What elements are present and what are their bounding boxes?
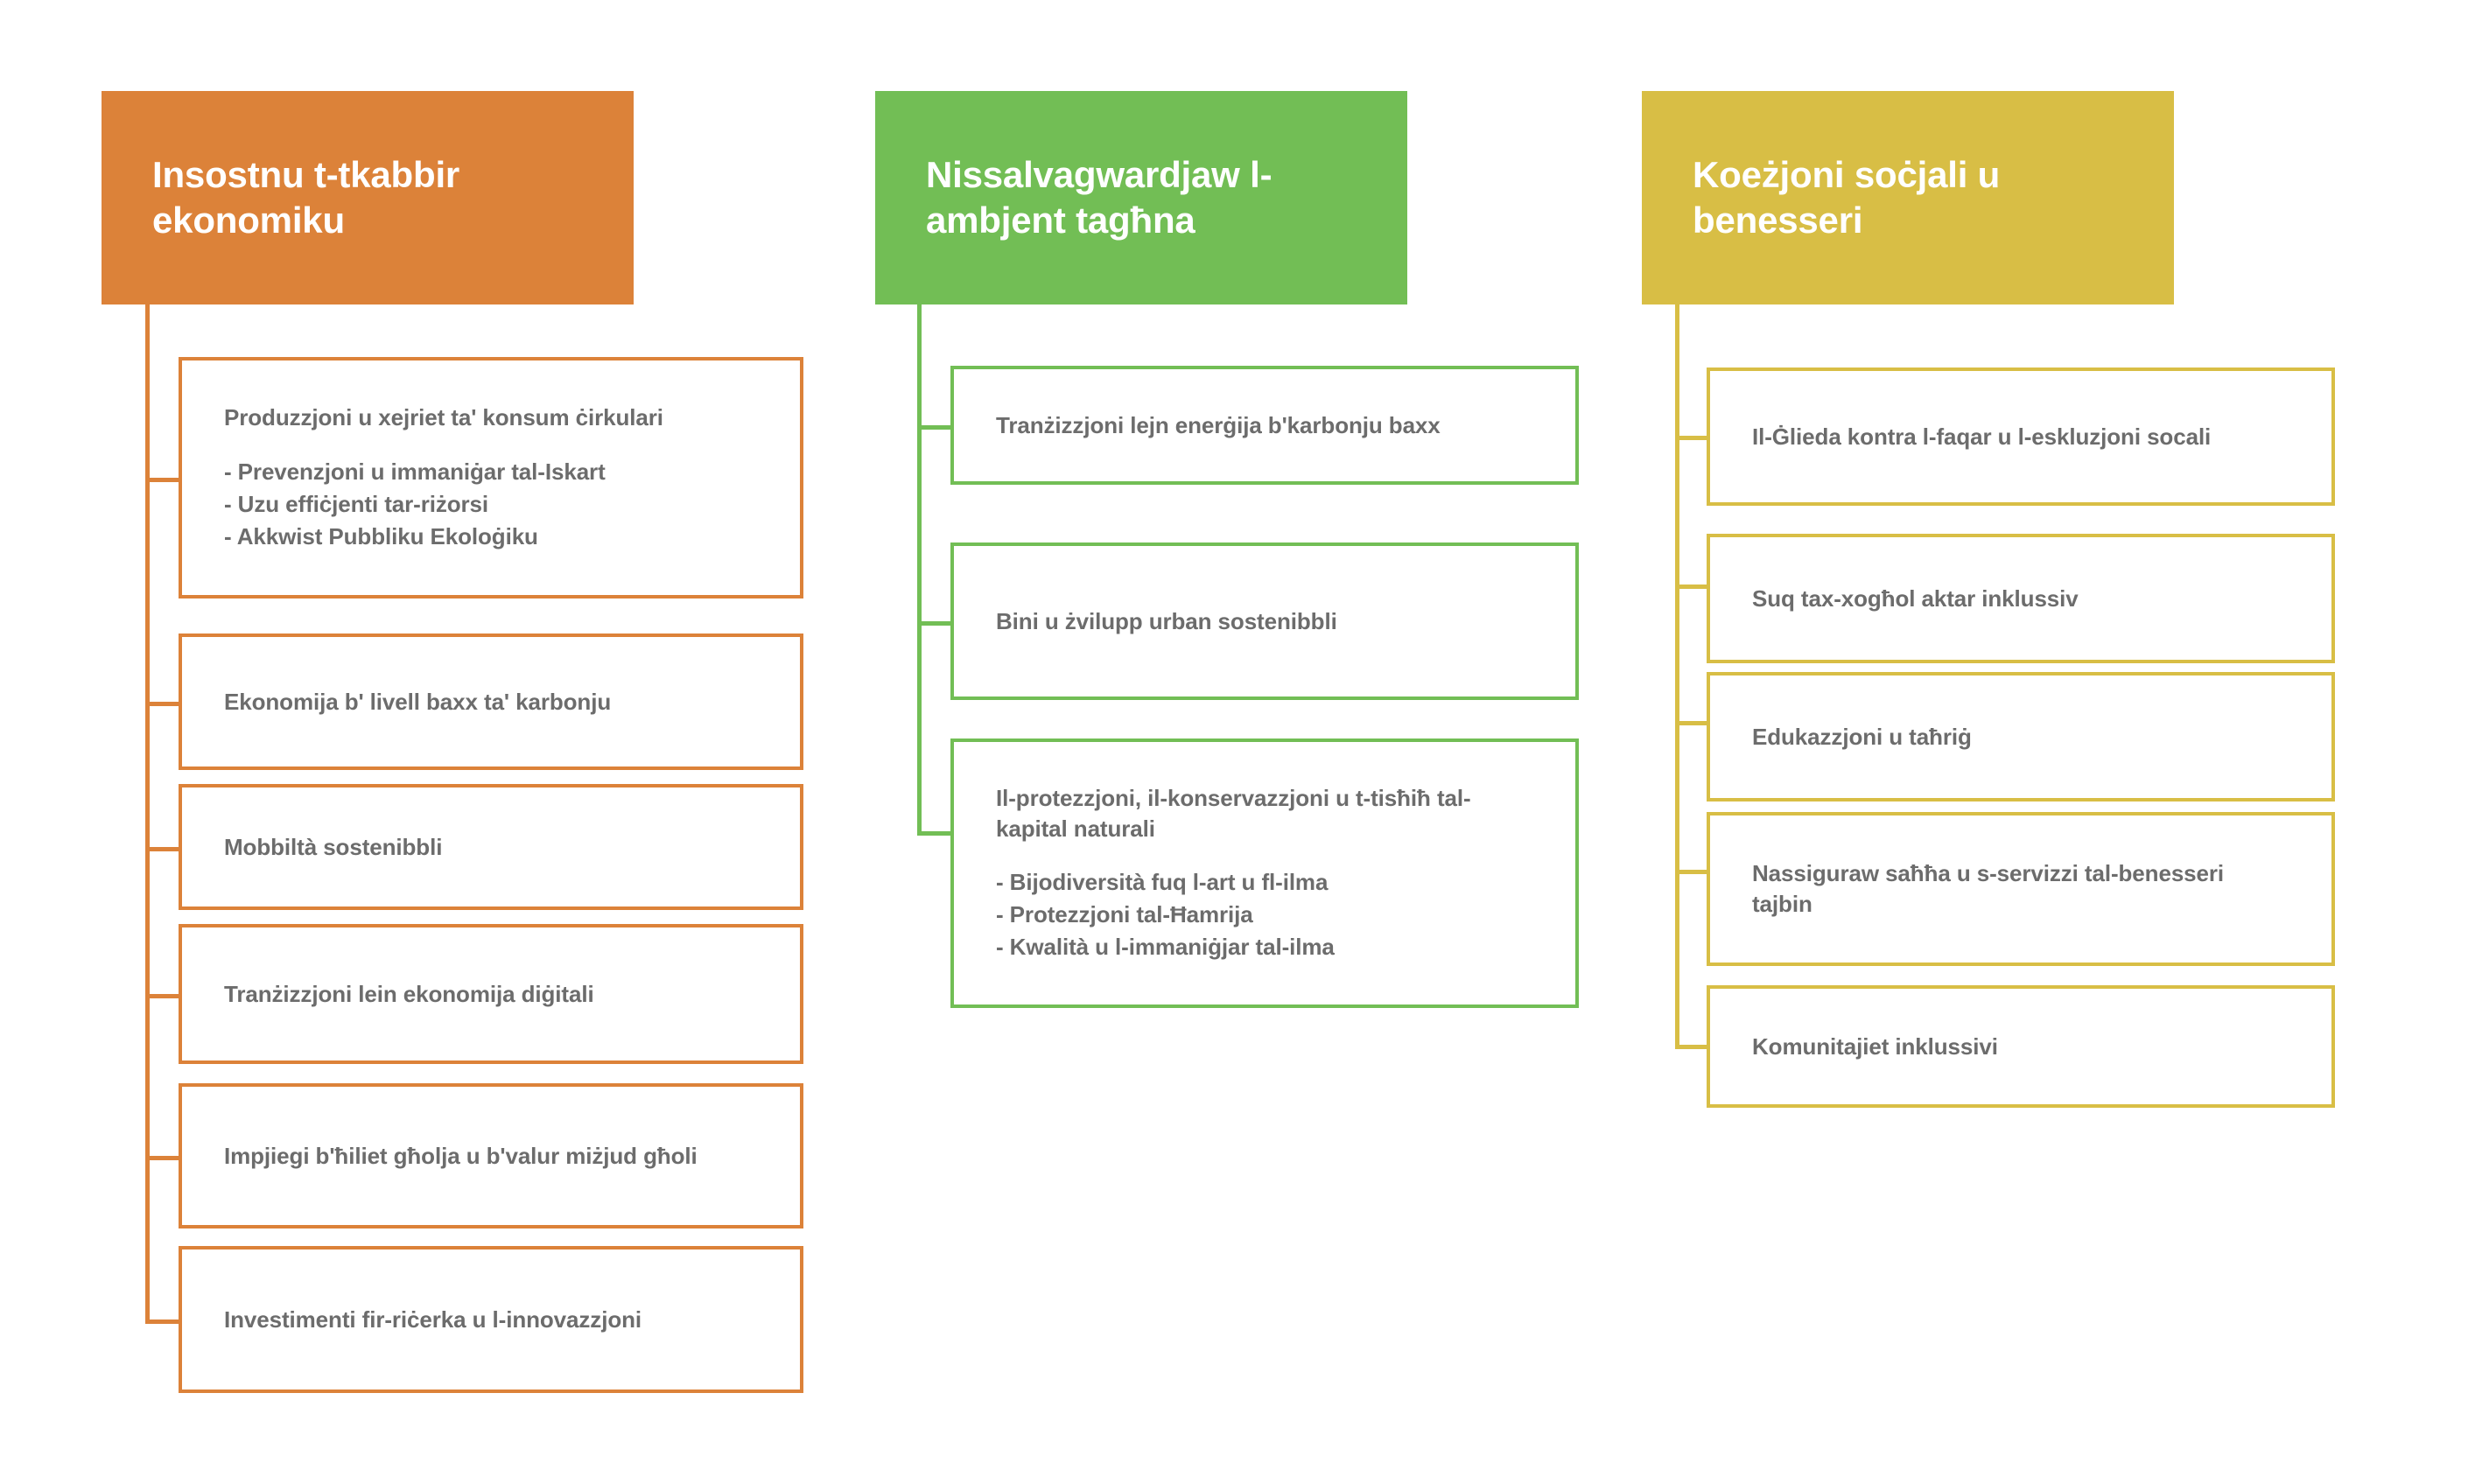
pillar-item-box[interactable]: Ekonomija b' livell baxx ta' karbonju [179,634,803,770]
pillar-item-box[interactable]: Investimenti fir-riċerka u l-innovazzjon… [179,1246,803,1393]
connector-stub-economic-growth-3 [145,994,179,998]
pillar-item-title: Impjiegi b'ħiliet għolja u b'valur miżju… [224,1142,698,1169]
pillar-item-box[interactable]: Produzzjoni u xejriet ta' konsum ċirkula… [179,357,803,598]
connector-stub-social-cohesion-1 [1675,584,1707,589]
pillar-item-title: Mobbiltà sostenibbli [224,833,443,860]
connector-stub-environment-0 [917,425,950,430]
connector-stub-economic-growth-1 [145,702,179,706]
pillar-item-title: Suq tax-xogħol aktar inklussiv [1752,584,2079,612]
pillar-item-title: Produzzjoni u xejriet ta' konsum ċirkula… [224,404,663,431]
pillar-item-title: Bini u żvilupp urban sostenibbli [996,607,1337,634]
connector-stub-economic-growth-2 [145,847,179,851]
pillar-item-bullets: - Prevenzjoni u immaniġar tal-Iskart - U… [224,458,606,550]
connector-stub-environment-1 [917,621,950,626]
pillar-item-box[interactable]: Nassiguraw saħħa u s-servizzi tal-beness… [1707,812,2335,966]
pillar-item-box[interactable]: Komunitajiet inklussivi [1707,985,2335,1108]
pillar-item-title: Il-Ġlieda kontra l-faqar u l-eskluzjoni … [1752,423,2212,450]
connector-stub-social-cohesion-2 [1675,721,1707,725]
connector-stub-economic-growth-0 [145,478,179,482]
pillar-item-box[interactable]: Impjiegi b'ħiliet għolja u b'valur miżju… [179,1083,803,1228]
pillar-item-box[interactable]: Edukazzjoni u taħriġ [1707,672,2335,802]
connector-trunk-economic-growth [145,304,150,1321]
pillar-item-title: Nassiguraw saħħa u s-servizzi tal-beness… [1752,860,2225,917]
connector-trunk-environment [917,304,922,833]
pillar-item-title: Tranżizzjoni lejn enerġija b'karbonju ba… [996,411,1441,438]
pillar-header-environment[interactable]: Nissalvagwardjaw l-ambjent tagħna [875,91,1407,304]
connector-stub-economic-growth-5 [145,1320,179,1324]
connector-stub-environment-2 [917,831,950,836]
pillar-item-title: Investimenti fir-riċerka u l-innovazzjon… [224,1306,642,1333]
connector-stub-social-cohesion-3 [1675,870,1707,874]
pillar-item-title: Komunitajiet inklussivi [1752,1032,1998,1060]
pillar-item-box[interactable]: Tranżizzjoni lein ekonomija diġitali [179,924,803,1064]
pillar-item-box[interactable]: Il-protezzjoni, il-konservazzjoni u t-ti… [950,738,1579,1008]
pillar-item-title: Edukazzjoni u taħriġ [1752,723,1972,750]
pillar-header-social-cohesion[interactable]: Koeżjoni soċjali u benesseri [1642,91,2174,304]
pillar-item-title: Ekonomija b' livell baxx ta' karbonju [224,688,612,715]
pillar-header-economic-growth[interactable]: Insostnu t-tkabbir ekonomiku [102,91,634,304]
pillar-item-box[interactable]: Il-Ġlieda kontra l-faqar u l-eskluzjoni … [1707,368,2335,506]
connector-stub-economic-growth-4 [145,1156,179,1160]
pillar-item-title: Il-protezzjoni, il-konservazzjoni u t-ti… [996,784,1471,842]
connector-stub-social-cohesion-0 [1675,436,1707,440]
pillar-item-bullets: - Bijodiversità fuq l-art u fl-ilma - Pr… [996,869,1335,961]
pillar-item-box[interactable]: Bini u żvilupp urban sostenibbli [950,542,1579,700]
pillar-item-box[interactable]: Suq tax-xogħol aktar inklussiv [1707,534,2335,663]
pillar-item-box[interactable]: Tranżizzjoni lejn enerġija b'karbonju ba… [950,366,1579,485]
pillar-item-title: Tranżizzjoni lein ekonomija diġitali [224,980,594,1007]
pillar-item-box[interactable]: Mobbiltà sostenibbli [179,784,803,910]
connector-stub-social-cohesion-4 [1675,1045,1707,1049]
connector-trunk-social-cohesion [1675,304,1679,1046]
